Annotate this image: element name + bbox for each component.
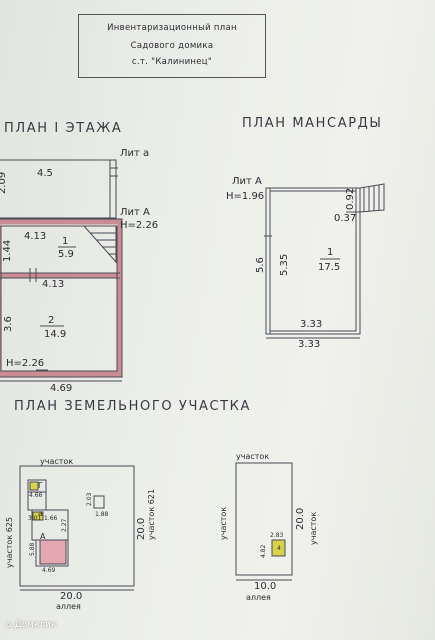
attic-room-number: 1 [327,247,334,258]
plot-heading: ПЛАН ЗЕМЕЛЬНОГО УЧАСТКА [14,399,251,414]
plot-right-number: 4 [277,545,281,552]
dim-4-13-bottom: 4.13 [42,279,65,290]
plot-right-top-label: участок [236,452,270,461]
dim-4-69: 4.69 [50,383,73,394]
plot-left-lit-g: Г [38,481,43,490]
dim-5-6: 5.6 [255,257,266,273]
attic-outline [264,183,385,339]
plot-right-right-label: участок [309,511,318,545]
dim-1-44: 1.44 [2,239,13,262]
lit-a-small-label: Лит а [120,148,150,159]
dim-0-37: 0.37 [334,213,357,224]
dim-4-5: 4.5 [37,168,53,179]
plot-right-left-label: участок [219,506,228,540]
room1-area: 5.9 [58,249,74,260]
floor1-height-label: Н=2.26 [120,220,159,231]
dim-3-6: 3.6 [3,316,14,332]
plot-left-dim-1-88: 1.88 [95,511,109,518]
plot-left-right-label: участок 621 [147,489,156,540]
watermark-logo: ⌂ Домклик [6,620,56,630]
plot-left-dim-5-88: 5.88 [29,542,36,556]
plot-right-dim-4-82: 4.82 [260,544,267,558]
floor1-height-bottom: Н=2.26 [6,358,45,369]
plot-left-side-dim: 20.0 [136,517,147,540]
lit-a-outline [0,159,117,219]
room1-number: 1 [62,236,69,247]
dim-4-13-top: 4.13 [24,231,47,242]
title-line-1: Инвентаризационный план [107,23,237,33]
lit-a-big-label: Лит А [120,207,150,218]
lit-big-a-walls [0,219,123,377]
plot-left-dim-2-03: 2.03 [86,492,93,506]
plot-right-dim-2-83: 2.83 [270,532,284,539]
plot-right-road: аллея [246,593,271,602]
title-block: Инвентаризационный план Садового домика … [78,14,266,78]
plot-left-left-label: участок 625 [5,517,14,568]
attic-heading: ПЛАН МАНСАРДЫ [242,116,383,131]
plot-left-bottom-dim: 20.0 [60,591,83,602]
title-line-2: Садового домика [130,41,214,51]
attic-lit-label: Лит А [232,176,262,187]
dim-2-09: 2.09 [0,171,8,194]
plot-left-lit-a-small: а [38,509,43,518]
attic-room-area: 17.5 [318,262,341,273]
floor1-heading: ПЛАН I ЭТАЖА [4,121,123,136]
plot-left-road: аллея [56,602,81,611]
room2-area: 14.9 [44,329,67,340]
plot-right-bottom-dim: 10.0 [254,581,277,592]
dim-3-33-outer: 3.33 [298,339,321,350]
plot-left-dim-4-69: 4.69 [42,567,56,574]
plot-left-dim-2-27: 2.27 [61,518,68,532]
attic-height-label: Н=1.96 [226,191,265,202]
room2-number: 2 [48,315,55,326]
watermark-text: Домклик [14,620,57,630]
dim-3-33-inner: 3.33 [300,319,323,330]
plot-left-dim-3-01: 3.01 [28,515,42,522]
plot-left-dim-4-66: 4.66 [29,492,43,499]
plot-right-side-dim: 20.0 [295,507,306,530]
plot-right-outline [235,462,293,581]
plot-left-top-label: участок [40,457,74,466]
dim-0-92: 0.92 [345,187,356,210]
home-icon: ⌂ [6,620,12,630]
plot-left-dim-1-66: 1.66 [44,515,58,522]
plot-left-outline [19,465,135,591]
dim-5-35: 5.35 [279,253,290,276]
plot-left-lit-a-big: А [40,532,46,541]
title-line-3: с.т. "Калининец" [131,57,213,67]
